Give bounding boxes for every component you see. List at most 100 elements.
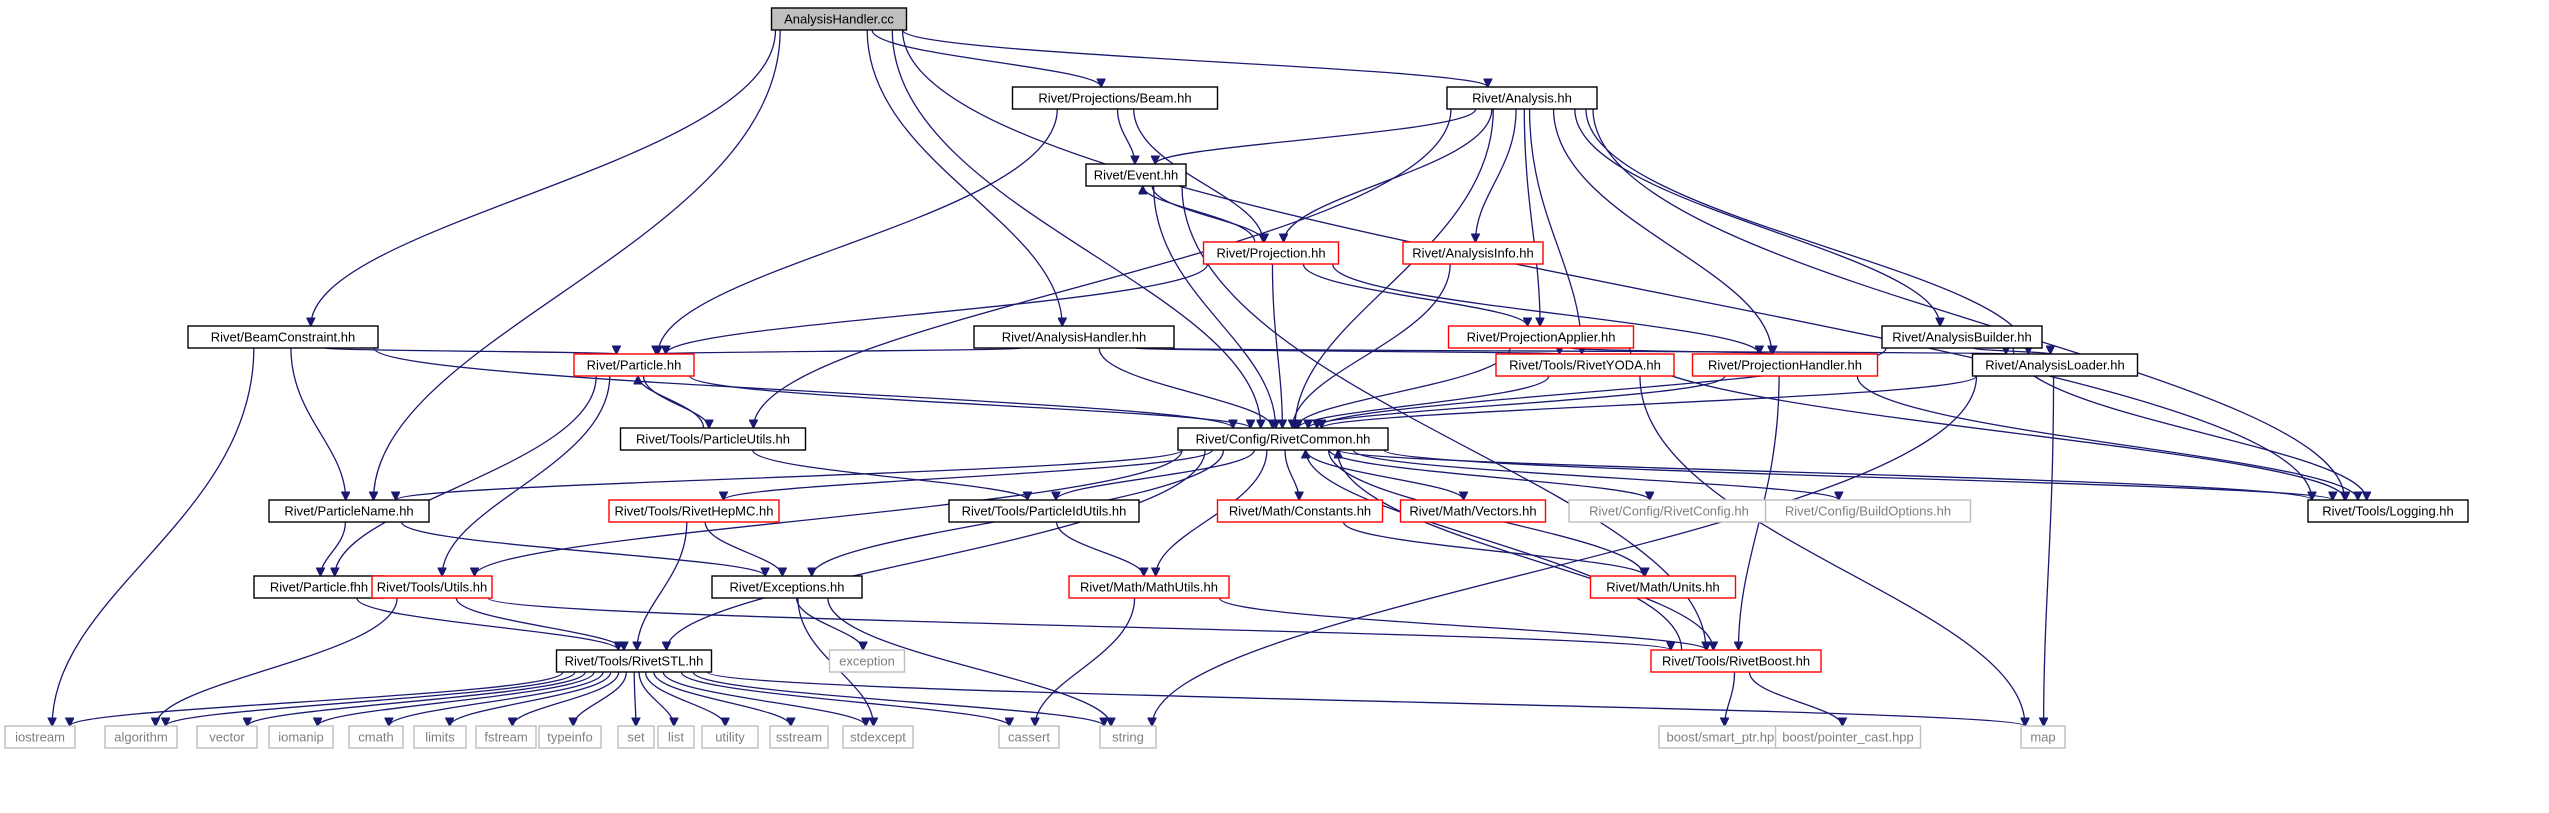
edge-root-to-analysis <box>901 29 1488 88</box>
node-pointercast[interactable]: boost/pointer_cast.hpp <box>1774 725 1922 749</box>
node-particlename[interactable]: Rivet/ParticleName.hh <box>268 499 430 523</box>
edge-event-to-rivetcommon <box>1152 185 1276 428</box>
node-label: string <box>1112 730 1144 745</box>
node-utility[interactable]: utility <box>701 725 759 749</box>
node-utils[interactable]: Rivet/Tools/Utils.hh <box>371 575 493 599</box>
node-rivethepmc[interactable]: Rivet/Tools/RivetHepMC.hh <box>608 499 780 523</box>
node-iostream[interactable]: iostream <box>4 725 76 749</box>
node-box <box>573 353 695 377</box>
node-label: utility <box>715 730 745 745</box>
edge-rivetstl-to-limits <box>450 671 612 726</box>
node-buildoptions[interactable]: Rivet/Config/BuildOptions.hh <box>1764 499 1972 523</box>
edge-rivetyoda-to-map <box>1639 375 2025 726</box>
node-box <box>268 499 430 523</box>
node-stdexcept[interactable]: stdexcept <box>842 725 914 749</box>
node-map[interactable]: map <box>2020 725 2066 749</box>
edge-projapplier-to-rivetcommon <box>1296 347 1511 428</box>
node-constants[interactable]: Rivet/Math/Constants.hh <box>1216 499 1384 523</box>
node-vector[interactable]: vector <box>196 725 258 749</box>
node-box <box>948 499 1140 523</box>
node-box <box>1589 575 1737 599</box>
edge-rivetstl-to-algorithm <box>166 671 576 727</box>
node-logging[interactable]: Rivet/Tools/Logging.hh <box>2307 499 2469 523</box>
node-box <box>619 427 807 451</box>
edge-beamconstraint-to-iostream <box>52 347 255 726</box>
edge-analysisloader-to-map <box>2044 375 2055 726</box>
node-box <box>1971 353 2139 377</box>
node-set[interactable]: set <box>617 725 655 749</box>
node-projection[interactable]: Rivet/Projection.hh <box>1202 241 1340 265</box>
node-box <box>1447 325 1635 349</box>
edge-analysishandler-to-analysisloader <box>1169 348 2006 354</box>
edge-analysis-to-rivetyoda <box>1528 108 1582 354</box>
node-label: Rivet/Tools/ParticleIdUtils.hh <box>962 504 1127 519</box>
edge-rivethepmc-to-rivetstl <box>637 521 688 650</box>
edge-analysis-to-projection <box>1284 108 1493 242</box>
edge-rivetstl-to-cmath <box>389 671 604 726</box>
node-sstream[interactable]: sstream <box>769 725 829 749</box>
node-analysisloader[interactable]: Rivet/AnalysisLoader.hh <box>1971 353 2139 377</box>
node-algorithm[interactable]: algorithm <box>104 725 178 749</box>
node-analysishandler[interactable]: Rivet/AnalysisHandler.hh <box>973 325 1175 349</box>
node-label: Rivet/Tools/RivetYODA.hh <box>1509 358 1661 373</box>
node-projhandler[interactable]: Rivet/ProjectionHandler.hh <box>1691 353 1879 377</box>
node-label: set <box>627 730 645 745</box>
edge-projhandler-to-rivetboost <box>1738 375 1780 650</box>
node-label: Rivet/Event.hh <box>1094 168 1179 183</box>
edge-constants-to-units <box>1342 521 1645 577</box>
node-limits[interactable]: limits <box>413 725 467 749</box>
node-box <box>1177 427 1389 451</box>
edge-particleidutils-to-mathutils <box>1055 521 1144 576</box>
node-analysis[interactable]: Rivet/Analysis.hh <box>1446 86 1598 110</box>
edge-mathutils-to-rivetboost <box>1218 597 1706 651</box>
node-box <box>1399 499 1547 523</box>
node-exceptions[interactable]: Rivet/Exceptions.hh <box>711 575 863 599</box>
edge-rivetcommon-to-constants <box>1284 449 1299 500</box>
node-rivetcommon[interactable]: Rivet/Config/RivetCommon.hh <box>1177 427 1389 451</box>
node-label: Rivet/ProjectionApplier.hh <box>1467 330 1616 345</box>
edge-analysis-to-logging <box>1592 108 2345 500</box>
node-vectors[interactable]: Rivet/Math/Vectors.hh <box>1399 499 1547 523</box>
nodes-layer: AnalysisHandler.ccRivet/Projections/Beam… <box>4 7 2469 749</box>
edge-analysisloader-to-string <box>1152 375 1978 726</box>
node-label: Rivet/Tools/RivetSTL.hh <box>565 654 704 669</box>
node-analysisbuilder[interactable]: Rivet/AnalysisBuilder.hh <box>1881 325 2043 349</box>
node-analysisinfo[interactable]: Rivet/AnalysisInfo.hh <box>1402 241 1544 265</box>
node-string[interactable]: string <box>1099 725 1157 749</box>
node-iomanip[interactable]: iomanip <box>268 725 334 749</box>
node-beamconstraint[interactable]: Rivet/BeamConstraint.hh <box>187 325 379 349</box>
edge-rivetcommon-to-particleidutils <box>1056 449 1255 500</box>
node-rivetyoda[interactable]: Rivet/Tools/RivetYODA.hh <box>1495 353 1675 377</box>
edge-analysishandler-to-rivetcommon <box>1098 347 1272 428</box>
node-cmath[interactable]: cmath <box>348 725 404 749</box>
node-exception[interactable]: exception <box>828 649 906 673</box>
edge-rivetboost-to-smartptr <box>1725 671 1736 726</box>
node-units[interactable]: Rivet/Math/Units.hh <box>1589 575 1737 599</box>
edge-particle-to-utils <box>442 375 611 576</box>
edge-beam-to-particle <box>658 108 1058 354</box>
edge-projection-to-rivetcommon <box>1271 263 1282 428</box>
node-fstream[interactable]: fstream <box>475 725 537 749</box>
node-cassert[interactable]: cassert <box>998 725 1060 749</box>
node-label: Rivet/AnalysisLoader.hh <box>1985 358 2124 373</box>
node-rivetstl[interactable]: Rivet/Tools/RivetSTL.hh <box>555 649 713 673</box>
node-list[interactable]: list <box>657 725 695 749</box>
node-mathutils[interactable]: Rivet/Math/MathUtils.hh <box>1068 575 1230 599</box>
node-particleutils[interactable]: Rivet/Tools/ParticleUtils.hh <box>619 427 807 451</box>
node-box <box>711 575 863 599</box>
node-event[interactable]: Rivet/Event.hh <box>1085 163 1187 187</box>
node-particlefhh[interactable]: Rivet/Particle.fhh <box>253 575 385 599</box>
node-root[interactable]: AnalysisHandler.cc <box>770 7 908 31</box>
node-smartptr[interactable]: boost/smart_ptr.hpp <box>1658 725 1790 749</box>
node-particle[interactable]: Rivet/Particle.hh <box>573 353 695 377</box>
node-label: boost/pointer_cast.hpp <box>1782 730 1914 745</box>
node-rivetconfig[interactable]: Rivet/Config/RivetConfig.hh <box>1568 499 1770 523</box>
node-beam[interactable]: Rivet/Projections/Beam.hh <box>1011 86 1219 110</box>
node-box <box>608 499 780 523</box>
node-label: Rivet/ProjectionHandler.hh <box>1708 358 1862 373</box>
node-particleidutils[interactable]: Rivet/Tools/ParticleIdUtils.hh <box>948 499 1140 523</box>
node-label: Rivet/Config/RivetCommon.hh <box>1196 432 1371 447</box>
node-typeinfo[interactable]: typeinfo <box>538 725 602 749</box>
node-rivetboost[interactable]: Rivet/Tools/RivetBoost.hh <box>1650 649 1822 673</box>
node-projapplier[interactable]: Rivet/ProjectionApplier.hh <box>1447 325 1635 349</box>
